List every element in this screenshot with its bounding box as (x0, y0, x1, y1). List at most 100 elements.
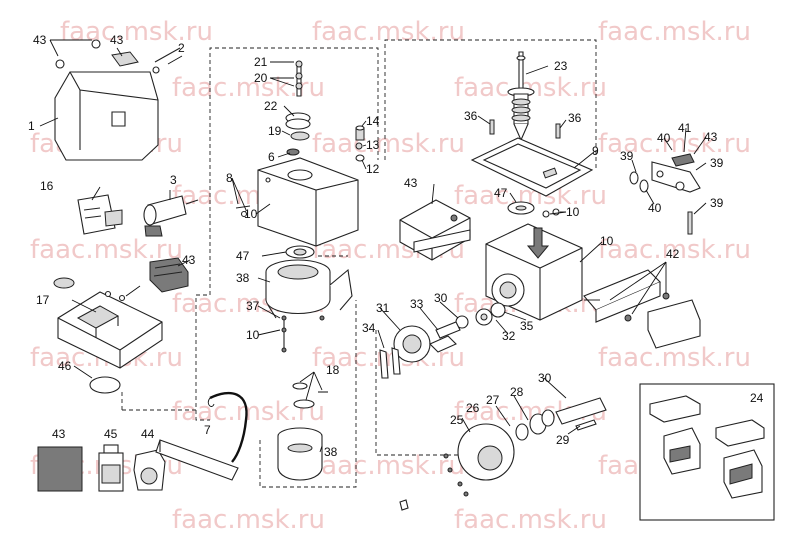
callout-label: 30 (538, 371, 552, 385)
part-bearing (490, 302, 506, 318)
part-o-ring (89, 376, 121, 394)
part-dowel-pin (555, 123, 561, 139)
part-screws (281, 315, 325, 353)
leader-lines (39, 39, 707, 453)
callout-label: 40 (657, 131, 671, 145)
callout-label: 43 (182, 253, 196, 267)
callout-label: 8 (226, 171, 233, 185)
callout-label: 39 (620, 149, 634, 163)
callout-label: 2 (178, 41, 185, 55)
callout-label: 38 (236, 271, 250, 285)
callout-label: 28 (510, 385, 524, 399)
callout-label: 42 (666, 247, 680, 261)
watermark: faac.msk.ru (598, 235, 751, 265)
part-lower-motor (277, 427, 323, 481)
callout-label: 36 (568, 111, 582, 125)
watermark: faac.msk.ru (60, 17, 213, 47)
part-washers (292, 382, 328, 409)
part-dowel-pin (489, 119, 495, 135)
part-gear-shaft (435, 321, 461, 339)
assembly-guide-lines (121, 39, 597, 488)
callout-label: 32 (502, 329, 516, 343)
callout-label: 26 (466, 401, 480, 415)
watermark: faac.msk.ru (312, 129, 465, 159)
watermark: faac.msk.ru (454, 73, 607, 103)
part-oil-bottle (98, 444, 124, 492)
callout-label: 31 (376, 301, 390, 315)
callout-label: 9 (592, 144, 599, 158)
callout-label: 12 (366, 162, 380, 176)
callout-label: 38 (324, 445, 338, 459)
callout-label: 30 (434, 291, 448, 305)
part-cover (54, 39, 181, 161)
callout-label: 44 (141, 427, 155, 441)
watermark: faac.msk.ru (172, 505, 325, 535)
callout-label: 33 (410, 297, 424, 311)
watermark: faac.msk.ru (30, 235, 183, 265)
part-motor (265, 259, 353, 319)
part-pins (235, 205, 251, 218)
part-small-fittings (355, 125, 365, 162)
part-release-key-bag (133, 449, 166, 491)
callout-label: 25 (450, 413, 464, 427)
part-lower-shaft (541, 397, 607, 427)
watermark: faac.msk.ru (312, 17, 465, 47)
part-motor-housing (257, 157, 359, 247)
part-bearing-inner (293, 248, 307, 256)
callout-label: 21 (254, 55, 268, 69)
callout-label: 39 (710, 156, 724, 170)
part-shaft-stack (285, 60, 311, 156)
callout-label: 46 (58, 359, 72, 373)
callout-label: 47 (494, 186, 508, 200)
callout-label: 43 (110, 33, 124, 47)
callout-label: 10 (600, 234, 614, 248)
callout-label: 10 (244, 207, 258, 221)
callout-label: 37 (246, 299, 260, 313)
watermark: faac.msk.ru (598, 129, 751, 159)
part-connector-block (149, 257, 189, 293)
inset-bracket-kit (639, 383, 775, 521)
callout-label: 36 (464, 109, 478, 123)
watermark: faac.msk.ru (598, 17, 751, 47)
callout-label: 24 (750, 391, 764, 405)
part-end-cap (647, 292, 701, 349)
part-angle-bracket (583, 269, 661, 323)
part-bolt (399, 499, 409, 511)
part-oil-seal (515, 423, 529, 441)
callout-label: 22 (264, 99, 278, 113)
callout-label: 41 (678, 121, 692, 135)
callout-label: 43 (704, 130, 718, 144)
callout-label: 13 (366, 138, 380, 152)
part-bearing-inner (515, 205, 527, 211)
part-circuit-board (77, 194, 123, 235)
callout-label: 47 (236, 249, 250, 263)
part-key-pins (391, 347, 401, 375)
part-drive-pin (575, 419, 597, 431)
callout-label: 35 (520, 319, 534, 333)
part-flange (443, 423, 515, 497)
callout-label: 14 (366, 114, 380, 128)
callout-label: 39 (710, 196, 724, 210)
callout-label: 16 (40, 179, 54, 193)
callout-label: 10 (566, 205, 580, 219)
callout-label: 43 (33, 33, 47, 47)
callout-label: 43 (404, 176, 418, 190)
callout-label: 17 (36, 293, 50, 307)
callout-label: 7 (204, 423, 211, 437)
watermark: faac.msk.ru (312, 451, 465, 481)
callout-label: 19 (268, 124, 282, 138)
callout-labels: 43 43 2 1 21 20 22 19 6 14 13 12 8 10 47… (28, 33, 764, 459)
callout-label: 20 (254, 71, 268, 85)
part-capacitor (143, 195, 199, 237)
callout-label: 6 (268, 150, 275, 164)
part-output-shaft (507, 51, 535, 142)
part-release-bar (155, 391, 248, 481)
part-key-pins (379, 349, 389, 379)
callout-label: 3 (170, 173, 177, 187)
part-drive-gear (393, 325, 457, 363)
watermark: faac.msk.ru (454, 505, 607, 535)
watermark: faac.msk.ru (598, 343, 751, 373)
part-base-plate (57, 290, 163, 369)
callout-label: 27 (486, 393, 500, 407)
